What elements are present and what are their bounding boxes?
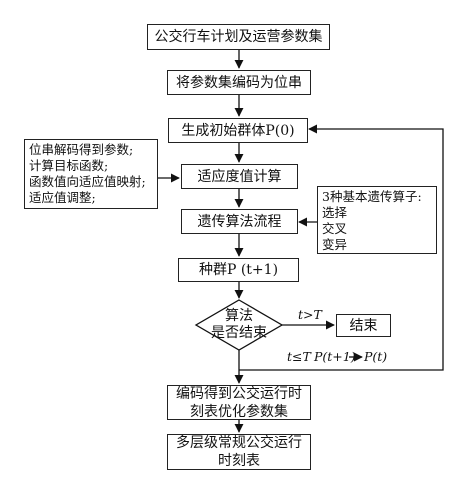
node-input-params: 公交行车计划及运营参数集 [147,24,330,50]
label-update-to: P(t) [364,349,388,364]
node-encode-result: 编码得到公交运行时 刻表优化参数集 [167,385,311,420]
label-true-branch: t>T [298,307,322,322]
node-initial-population: 生成初始群体P(0) [168,118,308,143]
node-population-next: 种群P (t+1) [178,258,299,282]
node-encode-bitstring: 将参数集编码为位串 [167,70,311,95]
loop-back-line [239,124,444,371]
label-update-from: P(t+1) [314,349,356,364]
note-fitness-steps: 位串解码得到参数; 计算目标函数; 函数值向适应值映射; 适应值调整; [24,139,158,209]
node-end: 结束 [336,314,391,337]
label-false-branch: t≤T [287,349,311,364]
node-ga-process: 遗传算法流程 [181,209,298,234]
decision-label: 算法 是否结束 [211,308,267,341]
node-timetable-output: 多层级常规公交运行 时刻表 [167,434,311,470]
decision-diamond [194,299,284,351]
note-genetic-operators: 3种基本遗传算子: 选择 交叉 变异 [317,186,437,254]
node-fitness-calc: 适应度值计算 [181,164,298,189]
